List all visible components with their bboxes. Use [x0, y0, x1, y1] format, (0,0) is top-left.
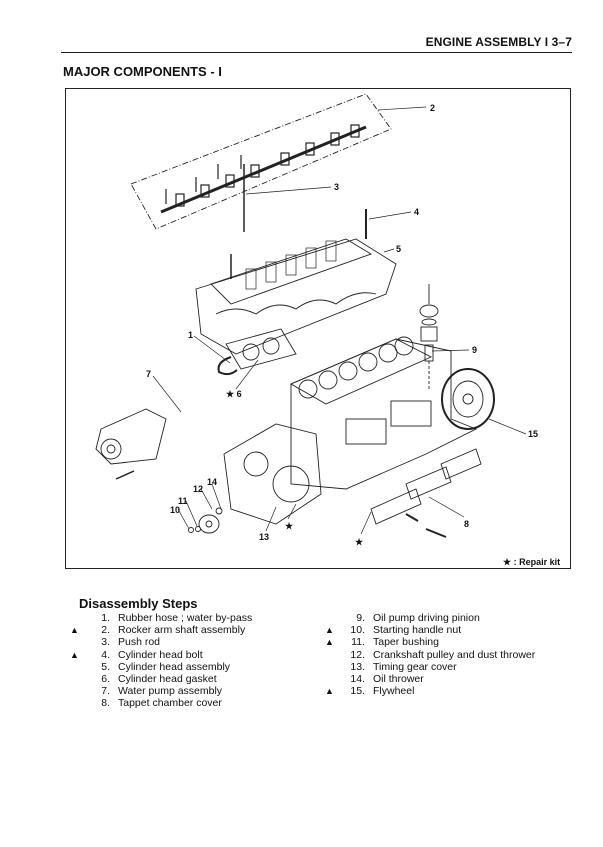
cylinder-head-gasket — [225, 328, 297, 370]
step-number: 13. — [350, 660, 365, 673]
oil-pump-pinion — [419, 284, 439, 389]
step-number: 2. — [101, 624, 110, 637]
disassembly-step: 8. Tappet chamber cover — [70, 697, 252, 709]
callout-3: 3 — [334, 182, 339, 192]
callout-1: 1 — [188, 330, 193, 340]
callout-13: 13 — [259, 532, 269, 542]
steps-column-1: 1. Rubber hose ; water by-pass ▲ 2. Rocker a… — [70, 612, 252, 710]
callout-star-a: ★ — [285, 521, 294, 531]
step-mark: ▲ — [325, 637, 334, 648]
callout-6: ★ 6 — [226, 389, 242, 399]
water-pump — [95, 408, 167, 480]
disassembly-step: 1. Rubber hose ; water by-pass — [70, 612, 252, 624]
disassembly-step: 9. Oil pump driving pinion — [325, 612, 535, 624]
step-number: 11. — [351, 636, 365, 649]
tappet-chamber-covers — [370, 448, 482, 538]
disassembly-step: 12. Crankshaft pulley and dust thrower — [325, 649, 535, 661]
step-number: 10. — [350, 624, 365, 637]
step-text: Oil pump driving pinion — [373, 612, 480, 624]
cylinder-head — [195, 209, 397, 355]
step-number: 8. — [101, 697, 110, 710]
callout-12: 12 — [193, 484, 203, 494]
step-text: Tappet chamber cover — [118, 697, 222, 710]
flywheel — [441, 368, 495, 430]
disassembly-step: ▲ 2. Rocker arm shaft assembly — [70, 624, 252, 636]
leader-lines — [152, 106, 527, 535]
repair-kit-legend: ★ : Repair kit — [503, 557, 560, 567]
disassembly-step: 5. Cylinder head assembly — [70, 661, 252, 673]
step-text: Taper bushing — [373, 636, 439, 649]
step-text: Push rod — [118, 636, 161, 649]
callout-7: 7 — [146, 369, 151, 379]
callout-5: 5 — [396, 244, 401, 254]
step-text: Water pump assembly — [118, 685, 223, 698]
step-number: 12. — [350, 648, 365, 661]
step-number: 14. — [350, 673, 365, 686]
callout-15: 15 — [528, 429, 538, 439]
step-text: Oil thrower — [373, 673, 424, 686]
exploded-diagram: 2 3 4 5 1 9 7 ★ 6 15 14 12 11 10 13 ★ 8 … — [65, 88, 571, 569]
step-mark: ▲ — [325, 625, 334, 636]
step-text: Starting handle nut — [373, 624, 462, 637]
disassembly-step: 13. Timing gear cover — [325, 661, 535, 673]
step-mark: ▲ — [70, 625, 79, 636]
step-number: 7. — [101, 685, 110, 698]
crankshaft-pulley — [188, 507, 223, 534]
callouts: 2 3 4 5 1 9 7 ★ 6 15 14 12 11 10 13 ★ 8 … — [146, 103, 560, 567]
rubber-hose — [217, 356, 238, 376]
engine-drawing: 2 3 4 5 1 9 7 ★ 6 15 14 12 11 10 13 ★ 8 … — [95, 93, 560, 567]
callout-8: 8 — [464, 519, 469, 529]
step-text: Timing gear cover — [373, 660, 457, 673]
step-text: Rubber hose ; water by-pass — [118, 612, 253, 624]
step-mark — [70, 673, 90, 685]
disassembly-steps-title: Disassembly Steps — [79, 596, 198, 611]
page-header: ENGINE ASSEMBLY I 3–7 — [425, 35, 572, 49]
step-text: Cylinder head gasket — [118, 673, 217, 686]
step-mark — [70, 685, 90, 697]
header-rule — [61, 52, 572, 53]
step-mark — [70, 612, 90, 624]
step-number: 4. — [101, 648, 110, 661]
step-text: Cylinder head bolt — [118, 648, 203, 661]
steps-column-2: 9. Oil pump driving pinion ▲ 10. Starting ha… — [325, 612, 535, 697]
step-text: Flywheel — [373, 685, 415, 698]
disassembly-step: 7. Water pump assembly — [70, 685, 252, 697]
step-mark: ▲ — [70, 649, 79, 660]
step-text: Rocker arm shaft assembly — [118, 624, 246, 637]
step-mark — [70, 636, 90, 648]
step-mark: ▲ — [325, 686, 334, 697]
callout-star-b: ★ — [355, 537, 364, 547]
step-number: 9. — [356, 612, 365, 624]
disassembly-step: 3. Push rod — [70, 636, 252, 648]
step-text: Cylinder head assembly — [118, 660, 231, 673]
step-mark — [70, 661, 90, 673]
step-number: 3. — [101, 636, 110, 649]
step-mark — [70, 697, 90, 709]
step-number: 15. — [350, 685, 365, 698]
disassembly-step: 14. Oil thrower — [325, 673, 535, 685]
callout-4: 4 — [414, 207, 419, 217]
disassembly-step: ▲ 4. Cylinder head bolt — [70, 649, 252, 661]
disassembly-step: 6. Cylinder head gasket — [70, 673, 252, 685]
step-mark — [325, 661, 345, 673]
cylinder-block — [223, 336, 478, 525]
step-mark — [325, 673, 345, 685]
step-number: 5. — [101, 660, 110, 673]
disassembly-step: ▲ 10. Starting handle nut — [325, 624, 535, 636]
section-title: MAJOR COMPONENTS - I — [63, 64, 222, 79]
disassembly-step: ▲ 15. Flywheel — [325, 685, 535, 697]
callout-10: 10 — [170, 505, 180, 515]
callout-9: 9 — [472, 345, 477, 355]
disassembly-step: ▲ 11. Taper bushing — [325, 636, 535, 648]
step-text: Crankshaft pulley and dust thrower — [373, 648, 536, 661]
callout-11: 11 — [178, 496, 188, 506]
step-number: 1. — [101, 612, 110, 624]
callout-14: 14 — [207, 477, 217, 487]
step-mark — [325, 649, 345, 661]
step-number: 6. — [101, 673, 110, 686]
step-mark — [325, 612, 345, 624]
rocker-arm-assembly — [130, 93, 392, 230]
callout-2: 2 — [430, 103, 435, 113]
